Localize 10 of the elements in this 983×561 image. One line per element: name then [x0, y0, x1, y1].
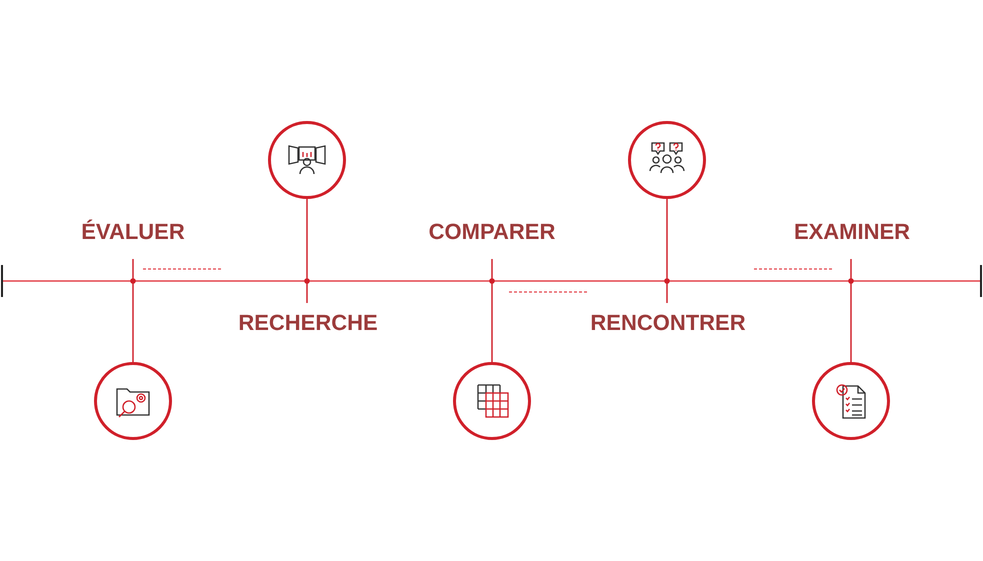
connector-line [304, 199, 310, 303]
step-label: ÉVALUER [81, 219, 185, 245]
connector-line [664, 199, 670, 303]
step-label: RENCONTRER [590, 310, 746, 336]
step-label: COMPARER [428, 219, 556, 245]
connector-line [130, 259, 136, 362]
connector-line [489, 259, 495, 362]
step-label: EXAMINER [794, 219, 910, 245]
connector-line [848, 259, 854, 362]
step-label: RECHERCHE [238, 310, 378, 336]
